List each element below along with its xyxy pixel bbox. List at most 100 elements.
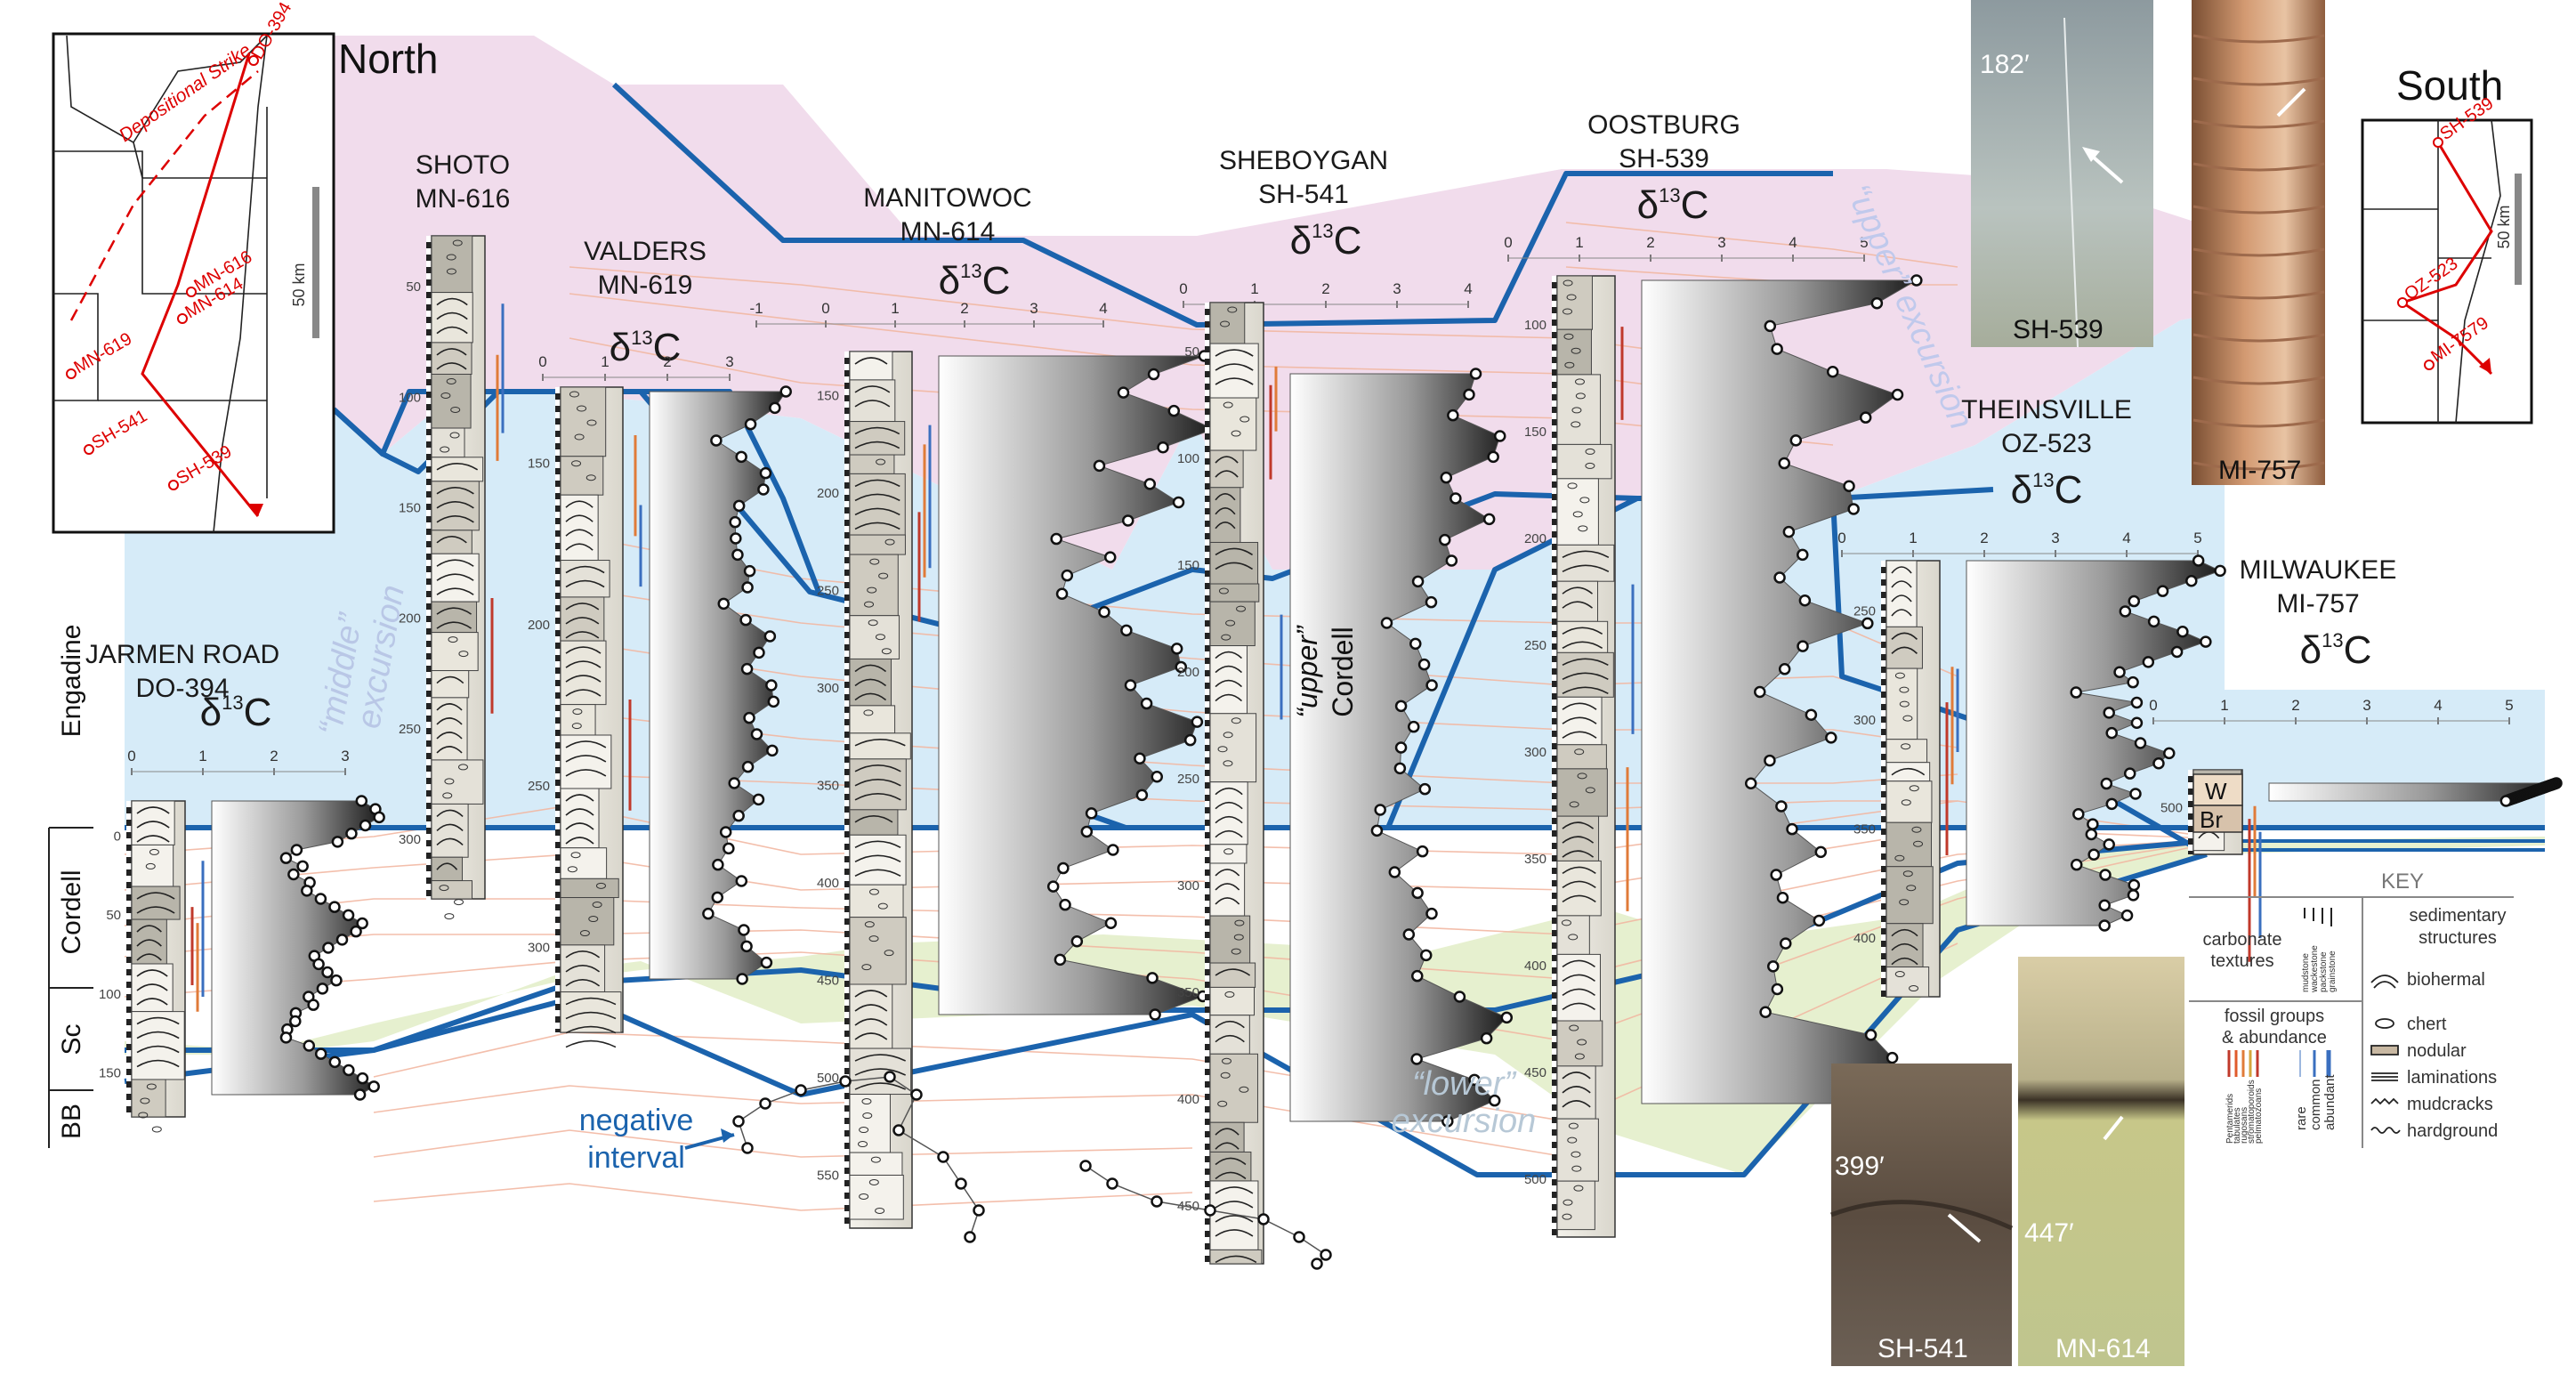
biohermal-symbol (565, 579, 605, 588)
biohermal-symbol (565, 675, 602, 683)
biohermal-symbol (1215, 1255, 1257, 1264)
ruler-tick (555, 736, 561, 742)
photo-arrow (2276, 87, 2306, 117)
lithology-bed (560, 456, 604, 496)
biohermal-symbol (565, 740, 607, 748)
biohermal-symbol (565, 822, 594, 830)
chert-symbol (1224, 991, 1235, 998)
core-banding (2192, 333, 2325, 343)
core-banding (2192, 247, 2325, 257)
biohermal-symbol (1562, 686, 1609, 695)
chert-symbol (875, 634, 885, 641)
chert-symbol (868, 619, 878, 627)
chert-symbol (1218, 587, 1229, 594)
ruler-tick (1205, 664, 1210, 670)
negative-interval-points (734, 1072, 1332, 1270)
biohermal-symbol (565, 529, 594, 537)
isotope-sample-point (730, 532, 742, 545)
biohermal-symbol (1215, 470, 1239, 478)
ruler-tick (555, 499, 561, 506)
ruler-tick (1205, 1237, 1210, 1243)
depth-label: 250 (528, 779, 550, 794)
ruler-tick (844, 501, 850, 507)
ruler-tick (555, 748, 561, 755)
biohermal-symbol (565, 543, 594, 551)
transect-line (2399, 142, 2493, 376)
biohermal-symbol (1562, 1100, 1591, 1108)
biohermal-symbol (1891, 566, 1912, 574)
isotope-sample-point (739, 613, 752, 627)
ruler-tick (1205, 1000, 1210, 1007)
ruler-tick (1552, 450, 1557, 457)
chert-symbol (454, 899, 464, 906)
isotope-sample-point (743, 711, 755, 724)
biohermal-symbol (1891, 957, 1918, 966)
isotope-sample-point (328, 1056, 342, 1069)
structure-label: hardground (2407, 1121, 2498, 1141)
ruler-tick (1881, 897, 1886, 903)
ruler-tick (844, 601, 850, 607)
chert-symbol (864, 601, 875, 608)
lithology-bed (1556, 815, 1600, 861)
section-code: DO-394 (135, 674, 229, 703)
photo-depth: 182′ (1980, 50, 2030, 79)
isotope-sample-point (1754, 685, 1766, 699)
isotope-sample-point (910, 1088, 923, 1101)
ruler-tick (426, 522, 432, 529)
ruler-tick (1552, 675, 1557, 681)
biohermal-symbol (1215, 1186, 1254, 1194)
isotope-sample-point (1776, 892, 1789, 904)
isotope-sample-point (1453, 991, 1466, 1003)
ruler-tick (426, 473, 432, 479)
ruler-tick (844, 1136, 850, 1143)
ruler-tick (1205, 876, 1210, 882)
chert-symbol (1573, 1185, 1584, 1192)
isotope-sample-point (312, 958, 325, 971)
isotope-sample-point (1789, 434, 1803, 447)
isotope-sample-point (1135, 789, 1149, 802)
biohermal-symbol (565, 1039, 617, 1048)
ruler-tick (555, 699, 561, 705)
isotope-sample-point (732, 499, 746, 513)
chert-symbol (439, 885, 449, 892)
chert-symbol (1223, 732, 1233, 739)
unit-br-label: Br (2200, 806, 2223, 833)
chert-symbol (1571, 421, 1581, 428)
chert-symbol (1571, 1165, 1582, 1172)
ruler-tick (1552, 837, 1557, 843)
ruler-tick (126, 838, 132, 845)
ruler-tick (844, 476, 850, 482)
carbon-isotope-curve (1966, 560, 2222, 926)
isotope-sample-point (314, 1047, 327, 1060)
north-location-map: Depositional StrikeDO-394MN-616MN-614MN-… (52, 0, 335, 534)
delta13c-header: δ13C (1637, 183, 1709, 227)
ruler-tick (1552, 1073, 1557, 1080)
fossil-label: Pentamerids (2225, 1094, 2235, 1144)
isotope-sample-point (331, 836, 344, 848)
isotope-sample-point (303, 1039, 316, 1052)
chert-symbol (1568, 1122, 1579, 1129)
biohermal-symbol (436, 607, 472, 615)
county-boundary (133, 35, 268, 143)
isotope-sample-point (1402, 928, 1416, 941)
isotope-sample-point (1425, 595, 1438, 609)
isotope-sample-point (1093, 459, 1106, 473)
biohermal-symbol (436, 515, 474, 523)
lithology-bed (849, 809, 899, 836)
chert-symbol (579, 930, 590, 937)
isotope-sample-point (892, 1124, 905, 1136)
chert-symbol (1585, 462, 1595, 469)
ruler-tick (1205, 926, 1210, 932)
isotope-sample-point (759, 1097, 771, 1110)
isotope-sample-point (1843, 480, 1855, 492)
isotope-sample-point (1469, 368, 1482, 380)
ruler-tick (844, 551, 850, 557)
formation-engadine: Engadine (57, 625, 86, 738)
key-sed-2: structures (2419, 928, 2497, 948)
chert-symbol (1894, 672, 1905, 679)
photo-code: MN-614 (2055, 1334, 2151, 1363)
isotope-sample-point (322, 942, 335, 954)
ruler-tick (844, 1087, 850, 1093)
